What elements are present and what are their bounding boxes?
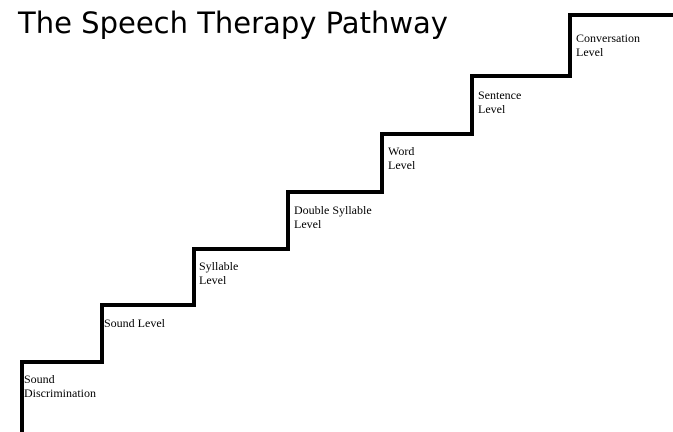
step-label-sentence-level: Sentence Level	[478, 88, 522, 116]
step-label-sound-level: Sound Level	[104, 316, 165, 330]
step-label-conversation-level: Conversation Level	[576, 31, 640, 59]
staircase-path	[20, 13, 673, 432]
page-title: The Speech Therapy Pathway	[18, 6, 448, 40]
step-label-syllable-level: Syllable Level	[199, 259, 239, 287]
step-label-word-level: Word Level	[388, 144, 416, 172]
step-label-sound-discrimination: Sound Discrimination	[24, 372, 96, 400]
step-label-double-syllable-level: Double Syllable Level	[294, 203, 372, 231]
